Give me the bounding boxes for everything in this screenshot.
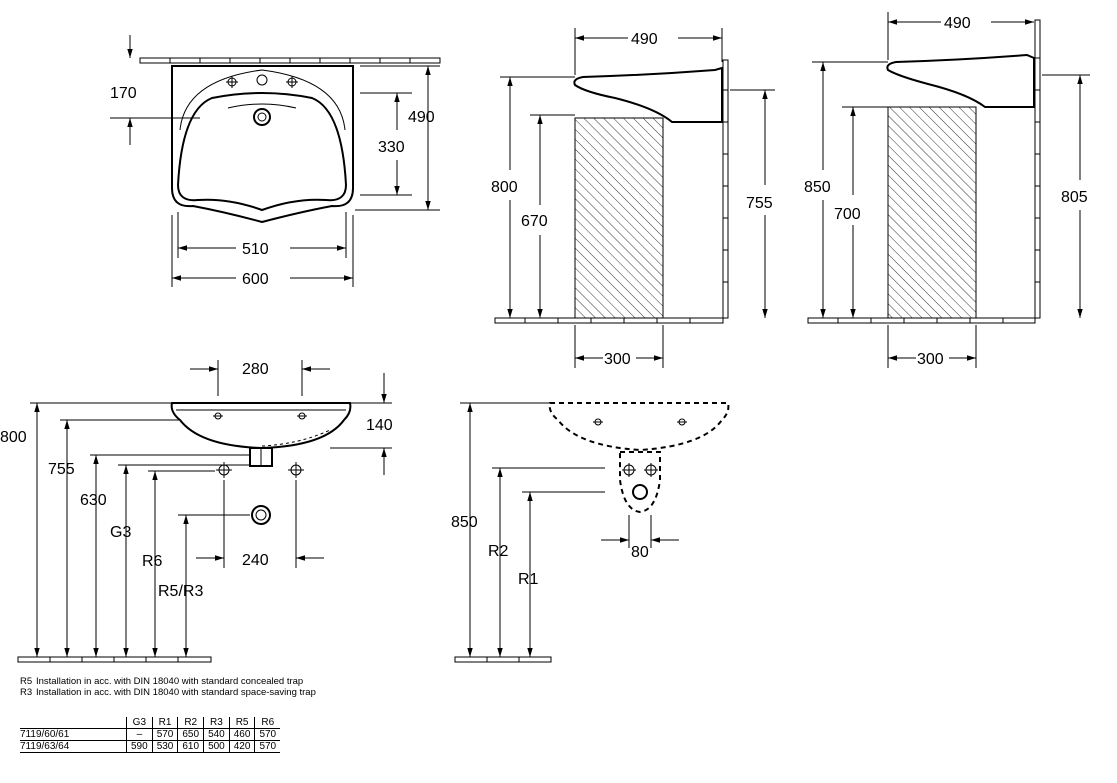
label-trap-r1: R1 [518,571,539,588]
basin-side-profile [573,66,723,123]
table-row: 7119/60/61 – 570 650 540 460 570 [20,728,281,741]
dim-side2-300: 300 [917,351,944,368]
side-view-800: 490 800 670 755 300 [491,28,775,368]
table-cell: 540 [203,728,230,741]
basin-dashed-outline [548,402,730,452]
label-elev-r6: R6 [142,553,163,570]
table-header-cell: R3 [203,717,230,729]
dim-elev-280: 280 [242,361,269,378]
dim-elev-140: 140 [366,417,393,434]
elevation-view: 280 140 800 755 630 G3 R6 R5/R3 240 [0,360,393,663]
table-header-row: G3 R1 R2 R3 R5 R6 [20,717,281,729]
label-trap-r2: R2 [488,543,509,560]
dim-side2-700: 700 [834,206,861,223]
dim-elev-630: 630 [80,492,107,509]
floor-tiles-2 [807,317,1036,324]
trap-tap-markers [593,418,687,426]
dimension-table: G3 R1 R2 R3 R5 R6 7119/60/61 – 570 650 5… [20,717,281,753]
table-row: 7119/63/64 590 530 610 500 420 570 [20,740,281,753]
dim-side1-300: 300 [604,351,631,368]
basin-bowl [176,92,348,212]
tap-markers [213,412,307,420]
dim-elev-240: 240 [242,552,269,569]
table-cell: 570 [254,728,281,741]
waste-outlet-wall [251,505,271,525]
dim-elev-800: 800 [0,429,27,446]
note-code: R5 [20,676,33,687]
floor-tiles-4 [454,656,552,663]
table-header-cell: R2 [177,717,204,729]
dim-side1-800: 800 [491,179,518,196]
waste-outlet [253,108,271,126]
table-header-cell: R6 [254,717,281,729]
trap-dashed-outline [619,451,661,514]
hatched-support [574,117,664,319]
table-cell: 570 [151,728,178,741]
wall-top-tiles [139,57,441,64]
dim-side2-490: 490 [944,15,971,32]
basin-side-profile-2 [886,53,1035,108]
basin-outline [171,65,354,224]
trap-view: 850 R2 R1 80 [451,402,730,663]
side-view-850: 490 850 700 805 300 [804,12,1090,368]
table-header-cell [20,717,127,729]
label-elev-r5r3: R5/R3 [158,583,203,600]
table-cell: 500 [203,740,230,753]
table-cell: 650 [177,728,204,741]
dim-front-490: 490 [408,109,435,126]
table-header-cell: R5 [228,717,255,729]
front-view: 170 490 330 510 600 [110,35,441,288]
table-cell: 7119/63/64 [20,741,70,752]
dim-side2-805: 805 [1061,189,1088,206]
dim-trap-850: 850 [451,514,478,531]
dim-side1-755: 755 [746,195,773,212]
dim-front-330: 330 [378,139,405,156]
dim-front-600: 600 [242,271,269,288]
dim-side2-850: 850 [804,179,831,196]
table-cell: 590 [126,740,153,753]
wall-right-tiles-2 [1034,19,1041,319]
table-cell: – [126,728,153,741]
tap-holes [226,74,298,88]
wall-right-tiles [722,59,729,319]
dim-side1-490: 490 [631,31,658,48]
table-header-cell: G3 [126,717,153,729]
dim-front-510: 510 [242,241,269,258]
label-elev-g3: G3 [110,524,131,541]
table-header-cell: R1 [151,717,178,729]
dim-elev-755: 755 [48,461,75,478]
table-cell: 420 [228,740,255,753]
floor-tiles [494,317,724,324]
table-cell: 570 [254,740,281,753]
table-cell: 610 [177,740,204,753]
dim-side1-670: 670 [521,213,548,230]
table-cell: 460 [228,728,255,741]
basin-rim [179,69,346,131]
floor-tiles-3 [17,656,212,663]
note-code: R3 [20,687,33,698]
trap-outlet [632,484,648,500]
supply-connections [216,462,304,478]
table-cell: 7119/60/61 [20,729,70,740]
note-text: Installation in acc. with DIN 18040 with… [36,676,304,687]
note-text: Installation in acc. with DIN 18040 with… [36,687,316,698]
dim-trap-80: 80 [631,544,649,561]
hatched-support-2 [887,106,977,319]
dim-front-170: 170 [110,85,137,102]
table-cell: 530 [151,740,178,753]
